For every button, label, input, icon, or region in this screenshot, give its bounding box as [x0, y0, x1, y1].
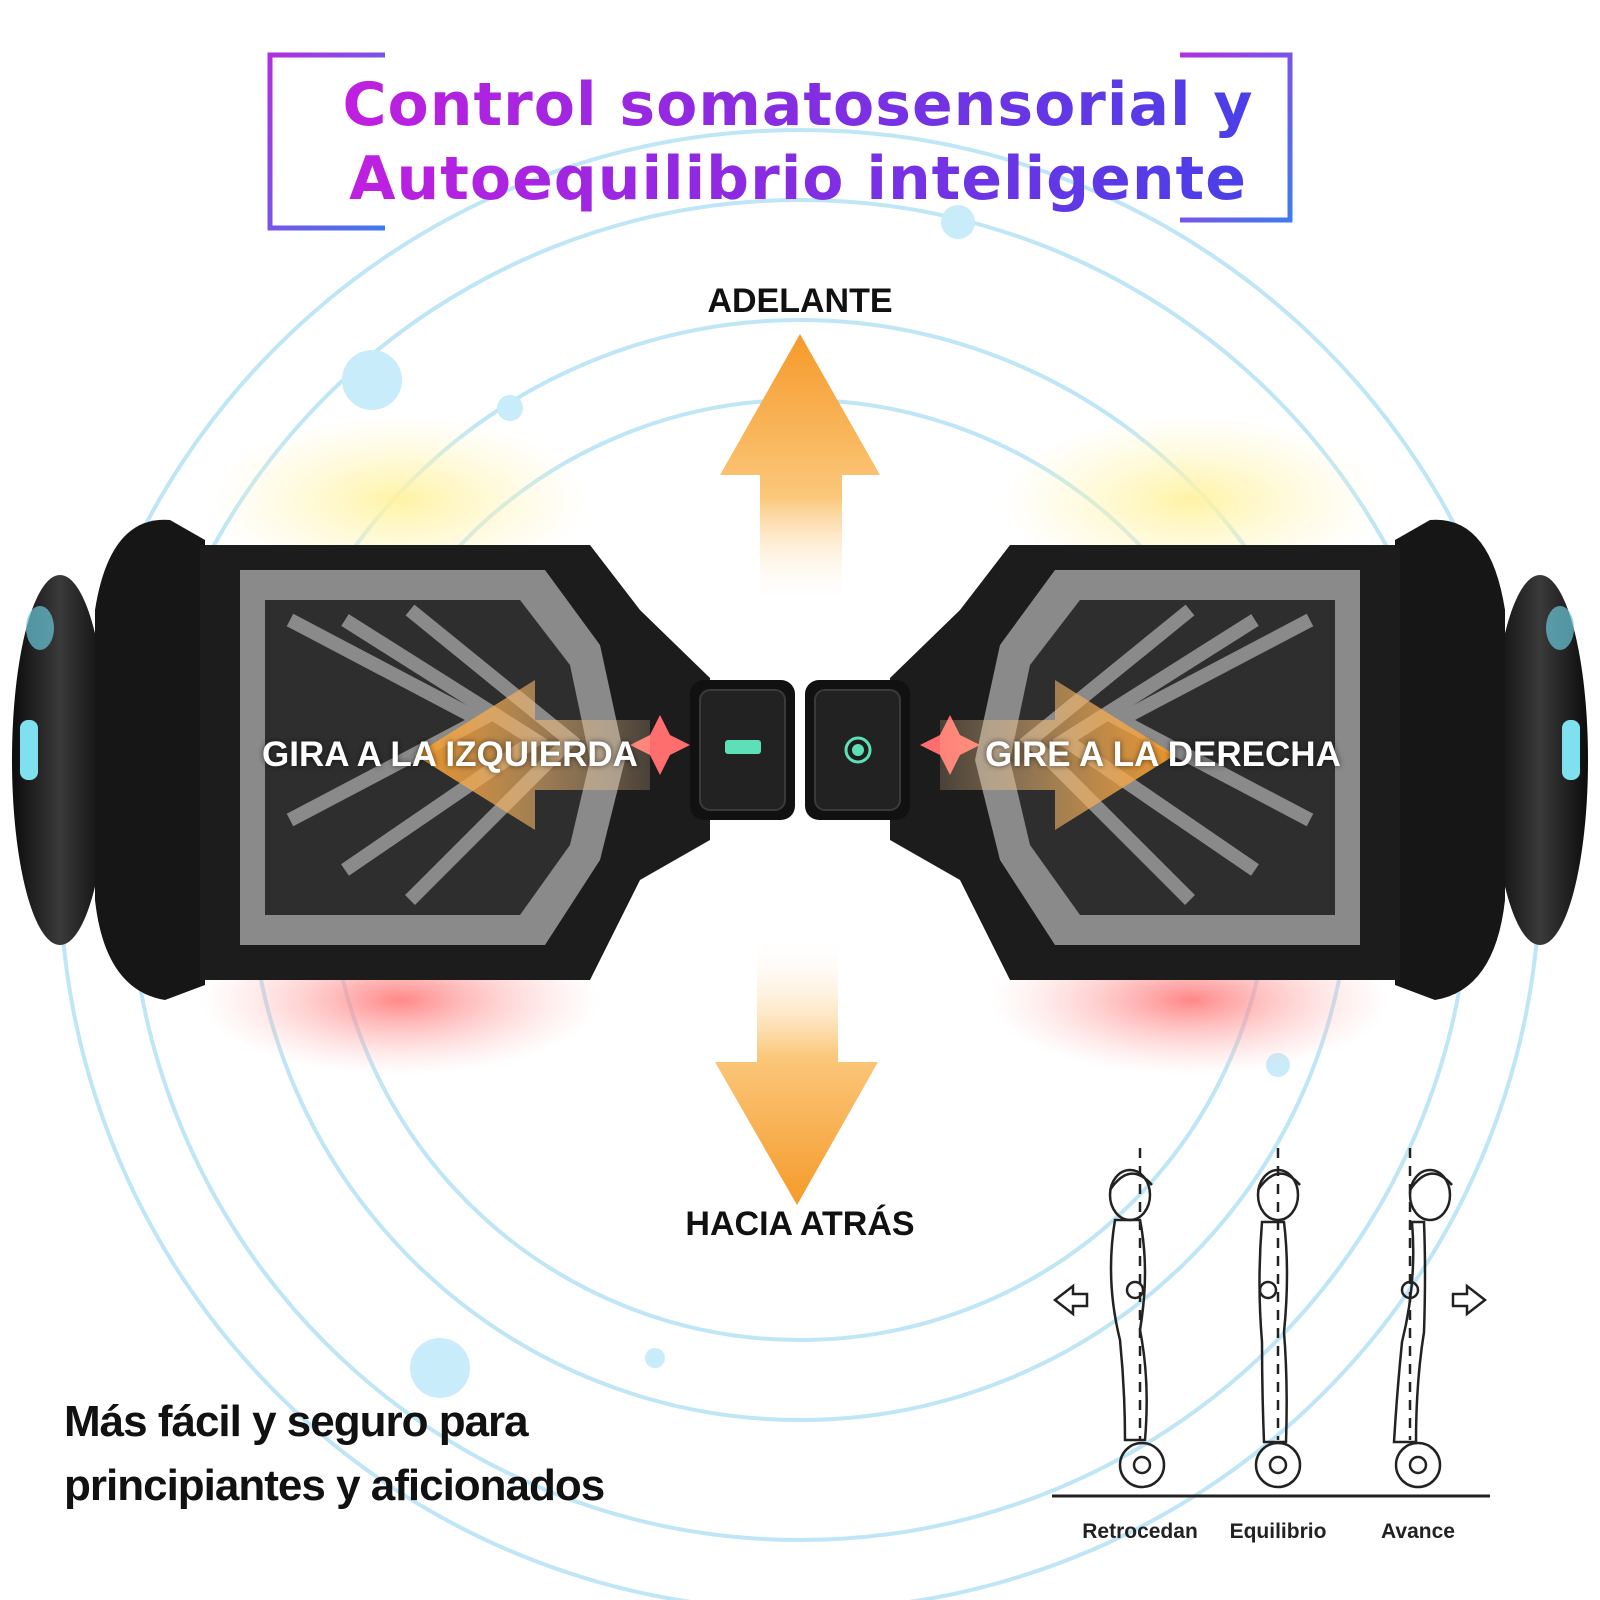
- page-title: Control somatosensorial y Autoequilibrio…: [268, 53, 1328, 231]
- ring-dot: [645, 1348, 665, 1368]
- title-line-2: Autoequilibrio inteligente: [349, 144, 1247, 214]
- pose-label-retrocedan: Retrocedan: [1082, 1520, 1198, 1543]
- stick-figure-icon: [1108, 1148, 1166, 1489]
- arrow-right-icon: [1451, 1283, 1488, 1317]
- cross-mark-icon: [630, 715, 690, 775]
- turn-right-label: GIRE A LA DERECHA: [985, 735, 1341, 774]
- title-line-1: Control somatosensorial y: [342, 70, 1254, 140]
- arrow-up-icon: [720, 334, 880, 605]
- title-frame-box: Control somatosensorial y Autoequilibrio…: [268, 53, 1328, 231]
- arrow-right-icon: [940, 680, 1175, 830]
- arrow-left-icon: [415, 680, 650, 830]
- ring-dot: [410, 1338, 470, 1398]
- ring-dot: [497, 395, 523, 421]
- balance-diagram: [1052, 1148, 1490, 1498]
- footer-line-1: Más fácil y seguro para: [64, 1397, 529, 1446]
- battery-icon: [725, 740, 761, 754]
- footer-tagline: Más fácil y seguro para principiantes y …: [64, 1390, 605, 1518]
- title-frame: [267, 52, 1293, 231]
- backward-label: HACIA ATRÁS: [685, 1205, 915, 1243]
- pose-label-equilibrio: Equilibrio: [1229, 1520, 1327, 1543]
- stick-figure-icon: [1392, 1148, 1453, 1489]
- stick-figure-icon: [1254, 1148, 1302, 1489]
- footer-line-2: principiantes y aficionados: [64, 1461, 605, 1510]
- forward-label: ADELANTE: [707, 282, 893, 320]
- pose-label-avance: Avance: [1381, 1520, 1455, 1543]
- arrow-left-icon: [1052, 1283, 1089, 1317]
- ring-dot: [941, 205, 975, 239]
- turn-left-label: GIRA A LA IZQUIERDA: [262, 735, 638, 774]
- ring-dot: [342, 350, 402, 410]
- arrow-down-icon: [715, 935, 878, 1205]
